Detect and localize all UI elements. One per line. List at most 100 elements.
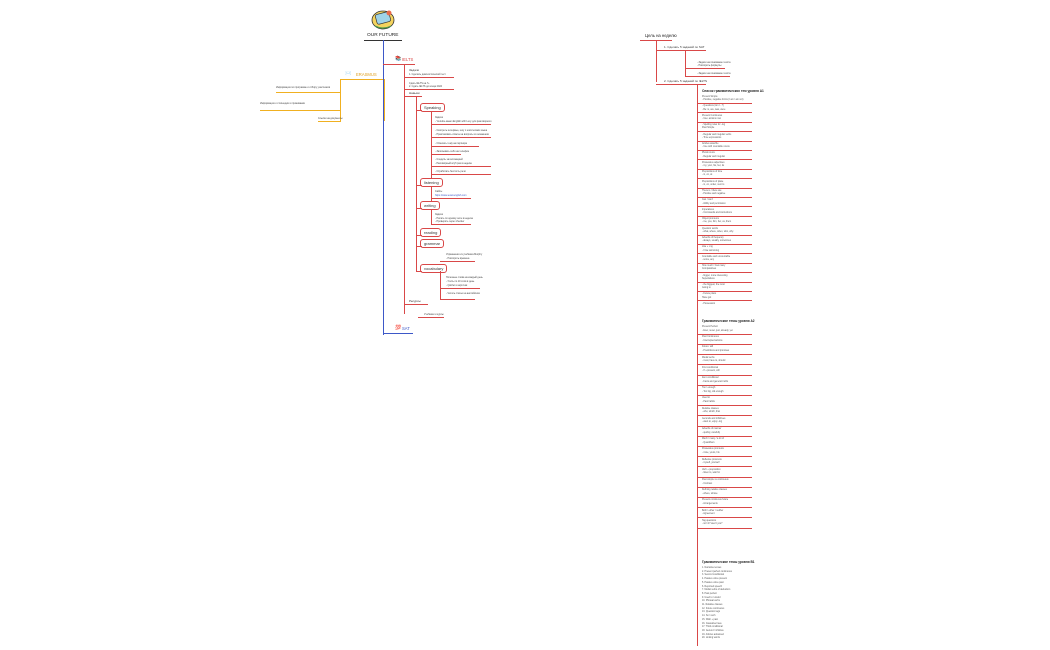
ielts-label[interactable]: IELTS	[402, 57, 414, 62]
grammar-list-item: - Use: actions now	[702, 118, 721, 120]
list-divider	[697, 178, 752, 180]
speaking-note: - Разговорный клуб раз в неделю	[435, 162, 472, 165]
grammar-list-item: Comparatives	[702, 268, 717, 271]
grammar-list-item: - quickly, carefully	[702, 431, 721, 434]
list-divider	[697, 159, 752, 161]
grammar-list-item: - in, on, at	[702, 174, 713, 177]
speaking-node[interactable]: Speaking	[420, 103, 445, 112]
weekly-goal-title[interactable]: Цель на неделю	[645, 33, 677, 38]
sat-label[interactable]: SAT	[402, 326, 410, 331]
grammar-list-item: - me, you, him, her, us, them	[702, 221, 732, 224]
grammar-list-item: Verb + preposition	[702, 468, 721, 471]
grammar-list-item: 3. Second conditional	[702, 574, 724, 577]
hundred-icon: 💯	[395, 325, 402, 331]
grammar-list-item: - Commands and instructions	[702, 212, 732, 214]
list-divider	[697, 290, 752, 292]
weekly-item: 1. Сделать 5 заданий по SAT	[664, 45, 705, 49]
grammar-list-item: Adverbs of manner	[702, 428, 722, 430]
grammar-list-item: - always, usually, sometimes	[702, 240, 732, 243]
grammar-list-item: 2. Present perfect continuous	[702, 570, 732, 573]
list-divider	[697, 225, 752, 227]
list-divider	[697, 215, 752, 217]
grammar-list-item: 6. Reported speech	[702, 585, 723, 588]
list-divider	[697, 102, 752, 104]
grammar-list-item: 1. Narrative tenses	[702, 567, 722, 569]
grammar-list-item: Both / either / neither	[702, 509, 724, 512]
grammar-list-item: - Predictions and promises	[702, 350, 730, 352]
list-divider	[697, 168, 752, 170]
grammar-list-item: Prepositions of place	[702, 180, 724, 183]
grammar-list-item: - Facts and general truths	[702, 380, 729, 383]
writing-note: - Проверять через checker	[435, 220, 465, 223]
grammar-list-item: Countable and uncountable	[702, 255, 731, 258]
grammar-list-item: - If + present, will	[702, 370, 720, 373]
grammar-list-item: Much / many / a lot of	[702, 438, 724, 441]
list-divider	[697, 343, 752, 345]
grammar-list-item: Going to	[702, 287, 711, 290]
speaking-note: Задачи	[435, 116, 444, 119]
reading-node[interactable]: reading	[420, 228, 442, 237]
grammar-list-item: 7. Modal verbs of deduction	[702, 589, 731, 592]
speaking-note: - Отвечать тему на партнёра	[435, 142, 467, 145]
list-divider	[697, 149, 752, 151]
listening-node[interactable]: listening	[420, 178, 443, 187]
list-divider	[697, 196, 752, 198]
grammar-node[interactable]: grammar	[420, 239, 445, 248]
erasmus-label[interactable]: ERASMUS	[356, 72, 377, 77]
writing-node[interactable]: writing	[420, 201, 440, 210]
writing-note: - Писать по одному эссе в неделю	[435, 217, 474, 220]
ielts-topic: Задачи	[409, 68, 420, 72]
grammar-list-item: - Past habits	[702, 401, 715, 403]
grammar-list-item: - who, which, that	[702, 411, 720, 414]
grammar-list-item: 13. Question tags	[702, 611, 721, 614]
grammar-list-item: - what, where, when, who, why	[702, 230, 734, 233]
speaking-note: - Смотреть интервью, шоу с носителями яз…	[435, 129, 488, 132]
speaking-note: - Записывать себя на телефон	[435, 150, 470, 153]
envelope-icon: ✉️	[345, 71, 352, 77]
grammar-list-item: - listen to, wait for	[702, 472, 720, 475]
resources-label: Ресурсы	[409, 299, 421, 303]
grammar-list-item: Imperatives	[702, 208, 714, 211]
weekly-subitem: - Повторить формулы	[697, 64, 722, 67]
grammar-list-item: - Positive and negative	[702, 193, 726, 196]
grammar-list-item: - Use with countable nouns	[702, 146, 730, 149]
list-divider	[697, 435, 752, 437]
list-divider	[697, 243, 752, 245]
list-divider	[697, 187, 752, 189]
grammar-list-item: Modal verbs	[702, 356, 715, 359]
list-divider	[697, 333, 752, 335]
vocabulary-node[interactable]: vocabulary	[420, 264, 448, 273]
erasmus-item: Информация о стипендии и проживании	[260, 102, 306, 105]
grammar-list-item: Future: will	[702, 346, 714, 349]
list-divider	[697, 394, 752, 396]
list-divider	[697, 300, 752, 302]
list-divider	[697, 272, 752, 274]
grammar-list-item: - Arrangements	[702, 503, 718, 505]
erasmus-item: Информация по программе и отбору участни…	[276, 86, 330, 89]
list-divider	[697, 234, 752, 236]
grammar-list-item: Too / enough	[702, 387, 716, 390]
grammar-note: Упражнения из учебника Murphy	[446, 253, 483, 256]
grammar-list-item: Superlatives	[702, 277, 715, 280]
list-divider	[697, 527, 752, 529]
grammar-list-item: - myself, yourself	[702, 462, 720, 465]
list-divider	[697, 354, 752, 356]
grammar-list-item: 15. Wish + past	[702, 618, 718, 621]
grammar-list-item: Plural nouns	[702, 152, 715, 155]
grammar-list-item: Present Simple	[702, 96, 718, 98]
grammar-list-item: - Ability and permission	[702, 202, 726, 205]
root-title[interactable]: OUR FUTURE	[367, 33, 399, 38]
listening-note: https://www.examenglish.com	[435, 194, 467, 197]
list-divider	[697, 496, 752, 498]
list-divider	[697, 253, 752, 255]
grammar-list-item: - Questions (Am I...?)	[702, 105, 724, 108]
list-divider	[697, 415, 752, 417]
weekly-subitem: - Задачи на понимание текста	[697, 61, 731, 64]
ielts-topic-sub: 2. Сдать IELTS до конца 2024	[409, 85, 442, 88]
vocab-note: - Учить по 10 слов в день	[446, 280, 475, 283]
grammar-list-item: Defining relative clauses	[702, 489, 727, 492]
grammar-list-item: Past simple vs continuous	[702, 479, 729, 481]
grammar-section-a1: Список грамматических тем уровня А1	[702, 89, 764, 93]
skills-label: Навыки	[409, 91, 420, 95]
list-divider	[697, 364, 752, 366]
